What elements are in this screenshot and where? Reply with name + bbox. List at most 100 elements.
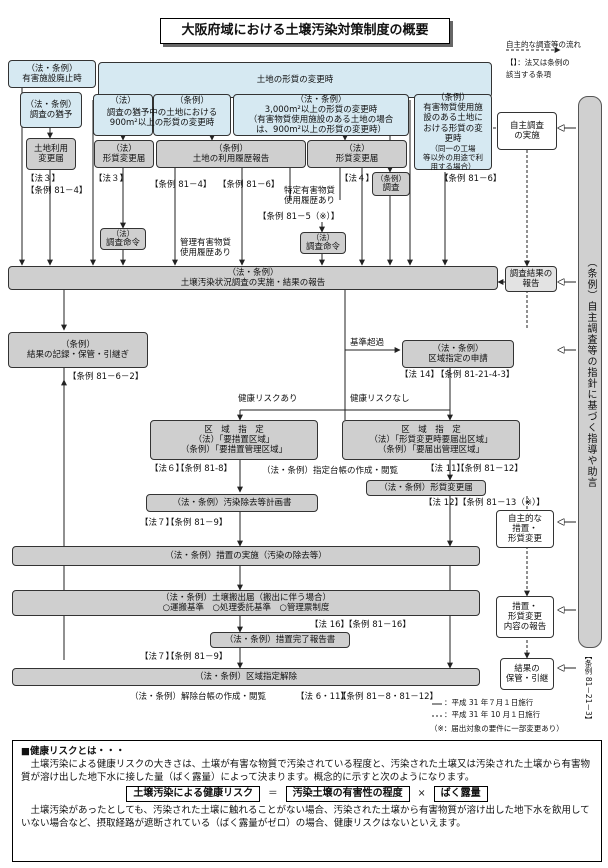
abolition-box: （法・条例） 有害施設廃止時 — [8, 60, 96, 88]
voluntary-survey-line-1: 自主調査 — [509, 120, 544, 131]
ordinance-tag-box: （条例） — [153, 94, 231, 136]
legend-dashed-label: 自主的な調査等の流れ — [506, 40, 581, 49]
note-date-1: ：平成 31 年７月１日施行 — [444, 698, 534, 707]
survey-order-2-tag: （法） — [311, 233, 335, 243]
zone-action-line-2: （条例）「要措置管理区域」 — [180, 445, 288, 456]
formula-exposure: ばく露量 — [433, 786, 488, 802]
hazard-facility-line-2: 設のある土地に — [423, 113, 483, 124]
removal-plan-text: （法・条例）汚染除去等計画書 — [172, 497, 292, 508]
zone-release-text: （法・条例）区域指定解除 — [194, 671, 297, 682]
voluntary-measure-line-2: 措置・ — [512, 523, 538, 534]
health-paragraph-1: 土壌汚染による健康リスクの大きさは、土壌が有害な物質で汚染されている程度と、汚染… — [21, 758, 591, 783]
risk-yes-label: 健康リスクあり — [238, 394, 298, 404]
voluntary-measure-line-3: 形質変更 — [507, 534, 542, 545]
exceed-label: 基準超過 — [350, 338, 385, 348]
page-title: 大阪府域における土壌汚染対策制度の概要 — [160, 18, 450, 44]
zone-designation-action: 区 域 指 定 （法）「要措置区域」 （条例）「要措置管理区域」 — [150, 420, 318, 460]
ref-ord81-8: 【条例 81-8】 — [176, 464, 232, 474]
form-change-notice-2: （法） 形質変更届 — [307, 140, 407, 168]
ref-ord81-16: 【条例 81－16】 — [344, 620, 411, 630]
large-change-line-2: （有害物質使用施設のある土地の場合 — [248, 115, 394, 125]
postpone-900-line-1: 調査の猶予中の土地における — [106, 108, 218, 118]
soil-export-line-2: ○運搬基準 ○処理委託基準 ○管理票制度 — [162, 603, 330, 613]
ref-law7: 【法７】 — [140, 518, 175, 528]
ref-ord81-12: 【条例 81－12】 — [456, 464, 523, 474]
measure-report-line-1: 措置・ — [512, 601, 538, 612]
voluntary-measure-box: 自主的な 措置・ 形質変更 — [496, 510, 554, 548]
formula-times: × — [417, 787, 426, 799]
ledger-label: （法・条例）指定台帳の作成・閲覧 — [262, 466, 399, 476]
abolition-text: 有害施設廃止時 — [22, 74, 82, 84]
zone-application-text: 区域指定の申請 — [428, 354, 488, 364]
survey-order-2-text: 調査命令 — [305, 242, 340, 253]
health-formula: 土壌汚染による健康リスク ＝ 汚染土壌の有害性の程度 × ばく露量 — [21, 786, 593, 802]
soil-export-line-1: （法・条例）土壌搬出届（搬出に伴う場合） — [160, 592, 331, 603]
legend-bracket-label-1: 【】：法又は条例の — [506, 58, 570, 67]
ref-law3-a: 【法３】 — [26, 174, 61, 184]
land-change-box: 土地の形質の変更時 — [98, 62, 492, 98]
note-date-2: ：平成 31 年 10 月１日施行 — [444, 710, 541, 719]
survey-order-2: （法） 調査命令 — [300, 232, 346, 254]
measure-report-box: 措置・ 形質変更 内容の報告 — [496, 596, 554, 638]
record-tag: （条例） — [60, 339, 95, 350]
ref-ord81-13: 【条例 81－13（※）】 — [458, 498, 545, 508]
ordinance-survey-tag: （条例） — [376, 174, 406, 184]
ref-law14: 【法 14】 — [400, 370, 440, 380]
measure-implementation-bar: （法・条例）措置の実施（汚染の除去等） — [12, 546, 480, 566]
measure-implementation-text: （法・条例）措置の実施（汚染の除去等） — [165, 550, 327, 561]
zone-release-bar: （法・条例）区域指定解除 — [12, 668, 480, 686]
large-change-line-3: は、900m²以上の形質の変更時） — [256, 125, 386, 136]
zone-notice-line-1: （法）「形質変更時要届出区域」 — [369, 434, 493, 445]
managed-line-1: 管理有害物質 — [180, 238, 232, 248]
survey-report-text: 土壌汚染状況調査の実施・結果の報告 — [180, 278, 326, 288]
ref-ord81-21: 【条例 81-21-4-3】 — [436, 370, 515, 380]
survey-report-bar: （法・条例） 土壌汚染状況調査の実施・結果の報告 — [8, 266, 498, 290]
record-text: 結果の記録・保管・引継ぎ — [26, 350, 129, 360]
hazard-facility-line-1: 有害物質使用施 — [423, 103, 483, 114]
land-change-text: 土地の形質の変更時 — [256, 74, 334, 85]
ordinance-survey-text: 調査 — [382, 183, 400, 194]
managed-substance-label: 管理有害物質 使用履歴あり — [180, 238, 231, 258]
note-star: （※：届出対象の要件に一部変更あり） — [430, 724, 564, 733]
ref-ord81-21-3: 【条例 81－21－3】 — [584, 652, 593, 724]
hazard-facility-line-7: 用する場合） — [430, 161, 476, 171]
completion-report-text: （法・条例）措置完了報告書 — [224, 634, 336, 645]
postponement-text: 調査の猶予 — [29, 110, 73, 120]
form-change-1-text: 形質変更届 — [102, 154, 146, 164]
ref-ord81-8-12: 【条例 81－8・81－12】 — [338, 692, 439, 702]
voluntary-survey-box: 自主調査 の実施 — [497, 112, 557, 150]
hazard-facility-line-6: 等以外の用途で利 — [423, 152, 483, 162]
survey-result-line-1: 調査結果の — [509, 268, 553, 279]
land-history-tag: （条例） — [213, 143, 248, 154]
form-change-3-text: （法・条例）形質変更届 — [379, 482, 473, 493]
zone-action-title: 区 域 指 定 — [204, 424, 264, 435]
ref-law11: 【法 11】 — [426, 464, 466, 474]
land-history-text: 土地の利用履歴報告 — [192, 154, 270, 164]
postpone-900-tag: （法） — [110, 96, 136, 106]
specific-line-1: 特定有害物質 — [284, 186, 336, 196]
form-change-notice-1: （法） 形質変更届 — [94, 140, 154, 168]
survey-report-tag: （法・条例） — [227, 267, 279, 278]
specific-substance-label: 特定有害物質 使用履歴あり — [284, 186, 335, 206]
guidance-side-bar: （条例）自主調査等の指針に基づく指導や助言 — [578, 96, 602, 648]
ref-ord81-6-b: 【条例 81－6】 — [440, 174, 502, 184]
ref-ord81-9: 【条例 81－9】 — [166, 518, 228, 528]
specific-line-2: 使用履歴あり — [284, 196, 336, 207]
form-change-2-text: 形質変更届 — [335, 154, 379, 164]
completion-report-box: （法・条例）措置完了報告書 — [210, 632, 350, 648]
formula-health-risk: 土壌汚染による健康リスク — [126, 786, 261, 802]
formula-equals: ＝ — [268, 787, 278, 799]
land-use-line-2: 変更届 — [38, 154, 64, 164]
postponement-tag: （法・条例） — [25, 99, 77, 110]
zone-notice-title: 区 域 指 定 — [401, 424, 461, 435]
ordinance-survey-box: （条例） 調査 — [372, 172, 410, 196]
hazard-facility-line-3: おける形質の変 — [423, 123, 483, 134]
record-keeping-box: （条例） 結果の記録・保管・引継ぎ — [8, 332, 148, 368]
ref-law4: 【法４】 — [340, 174, 375, 184]
ref-ord81-5: 【条例 81－5（※）】 — [258, 212, 340, 222]
hazard-facility-tag: （条例） — [435, 93, 470, 104]
hazard-facility-box: （条例） 有害物質使用施 設のある土地に おける形質の変 更時 （同一の工場 等… — [414, 93, 492, 171]
legend-bracket-label-2: 該当する条項 — [506, 70, 551, 79]
hazard-facility-line-5: （同一の工場 — [430, 143, 476, 153]
